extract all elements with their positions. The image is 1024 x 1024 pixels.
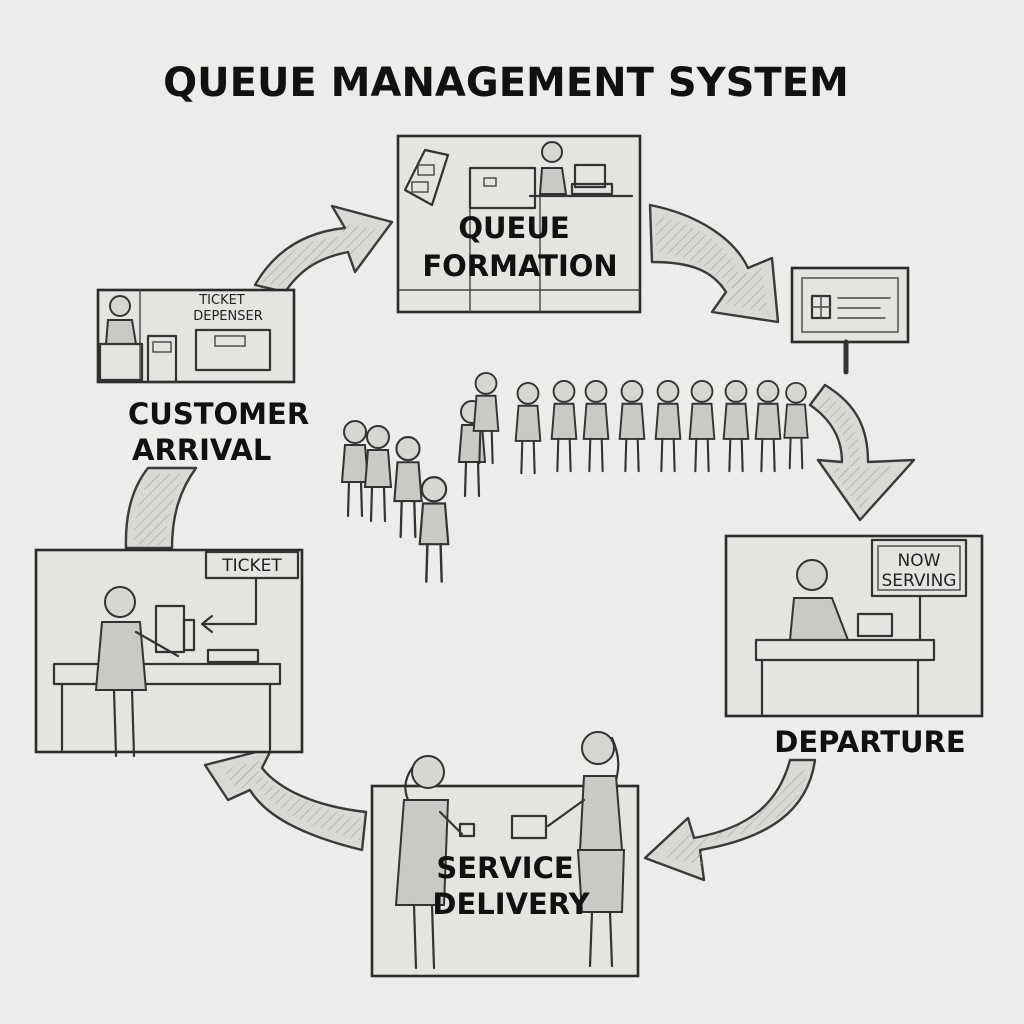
departure-panel	[724, 534, 984, 718]
queue-formation-label-line2: FORMATION	[422, 249, 617, 283]
queue-person-icon	[393, 436, 423, 538]
queue-person-icon	[722, 379, 750, 473]
departure-label: DEPARTURE	[774, 725, 965, 759]
queue-person-icon	[654, 379, 682, 473]
service-delivery-panel	[370, 731, 640, 978]
queue-person-icon	[582, 379, 610, 473]
now-serving-sign-line1: NOW	[898, 551, 941, 571]
now-serving-sign-line2: SERVING	[882, 571, 957, 591]
customer-arrival-panel	[96, 288, 296, 384]
ticket-panel	[34, 548, 304, 758]
queue-formation-label-line1: QUEUE	[458, 211, 569, 245]
ticket-dispenser-sign-line2: DEPENSER	[193, 309, 263, 324]
queue-person-icon	[688, 379, 716, 473]
queue-person-icon	[550, 379, 578, 473]
queue-of-people	[340, 371, 809, 583]
arrow-departure-to-delivery	[643, 758, 817, 882]
queue-person-icon	[618, 379, 646, 473]
customer-arrival-label-line1: CUSTOMER	[128, 397, 309, 431]
customer-arrival-label-line2: ARRIVAL	[132, 433, 271, 467]
queue-person-icon	[472, 371, 500, 465]
queue-person-icon	[363, 425, 393, 523]
queue-person-icon	[514, 381, 542, 475]
diagram-title: QUEUE MANAGEMENT SYSTEM	[163, 60, 849, 106]
queue-person-icon	[783, 381, 809, 470]
ticket-dispenser-sign-line1: TICKET	[198, 293, 245, 308]
service-delivery-label-line1: SERVICE	[436, 851, 573, 885]
queue-person-icon	[754, 379, 782, 473]
queue-display-screen	[790, 266, 910, 375]
ticket-sign: TICKET	[221, 556, 282, 576]
queue-formation-panel	[396, 134, 642, 314]
queue-person-icon	[418, 475, 450, 583]
queue-person-icon	[340, 420, 370, 518]
service-delivery-label-line2: DELIVERY	[432, 887, 590, 921]
